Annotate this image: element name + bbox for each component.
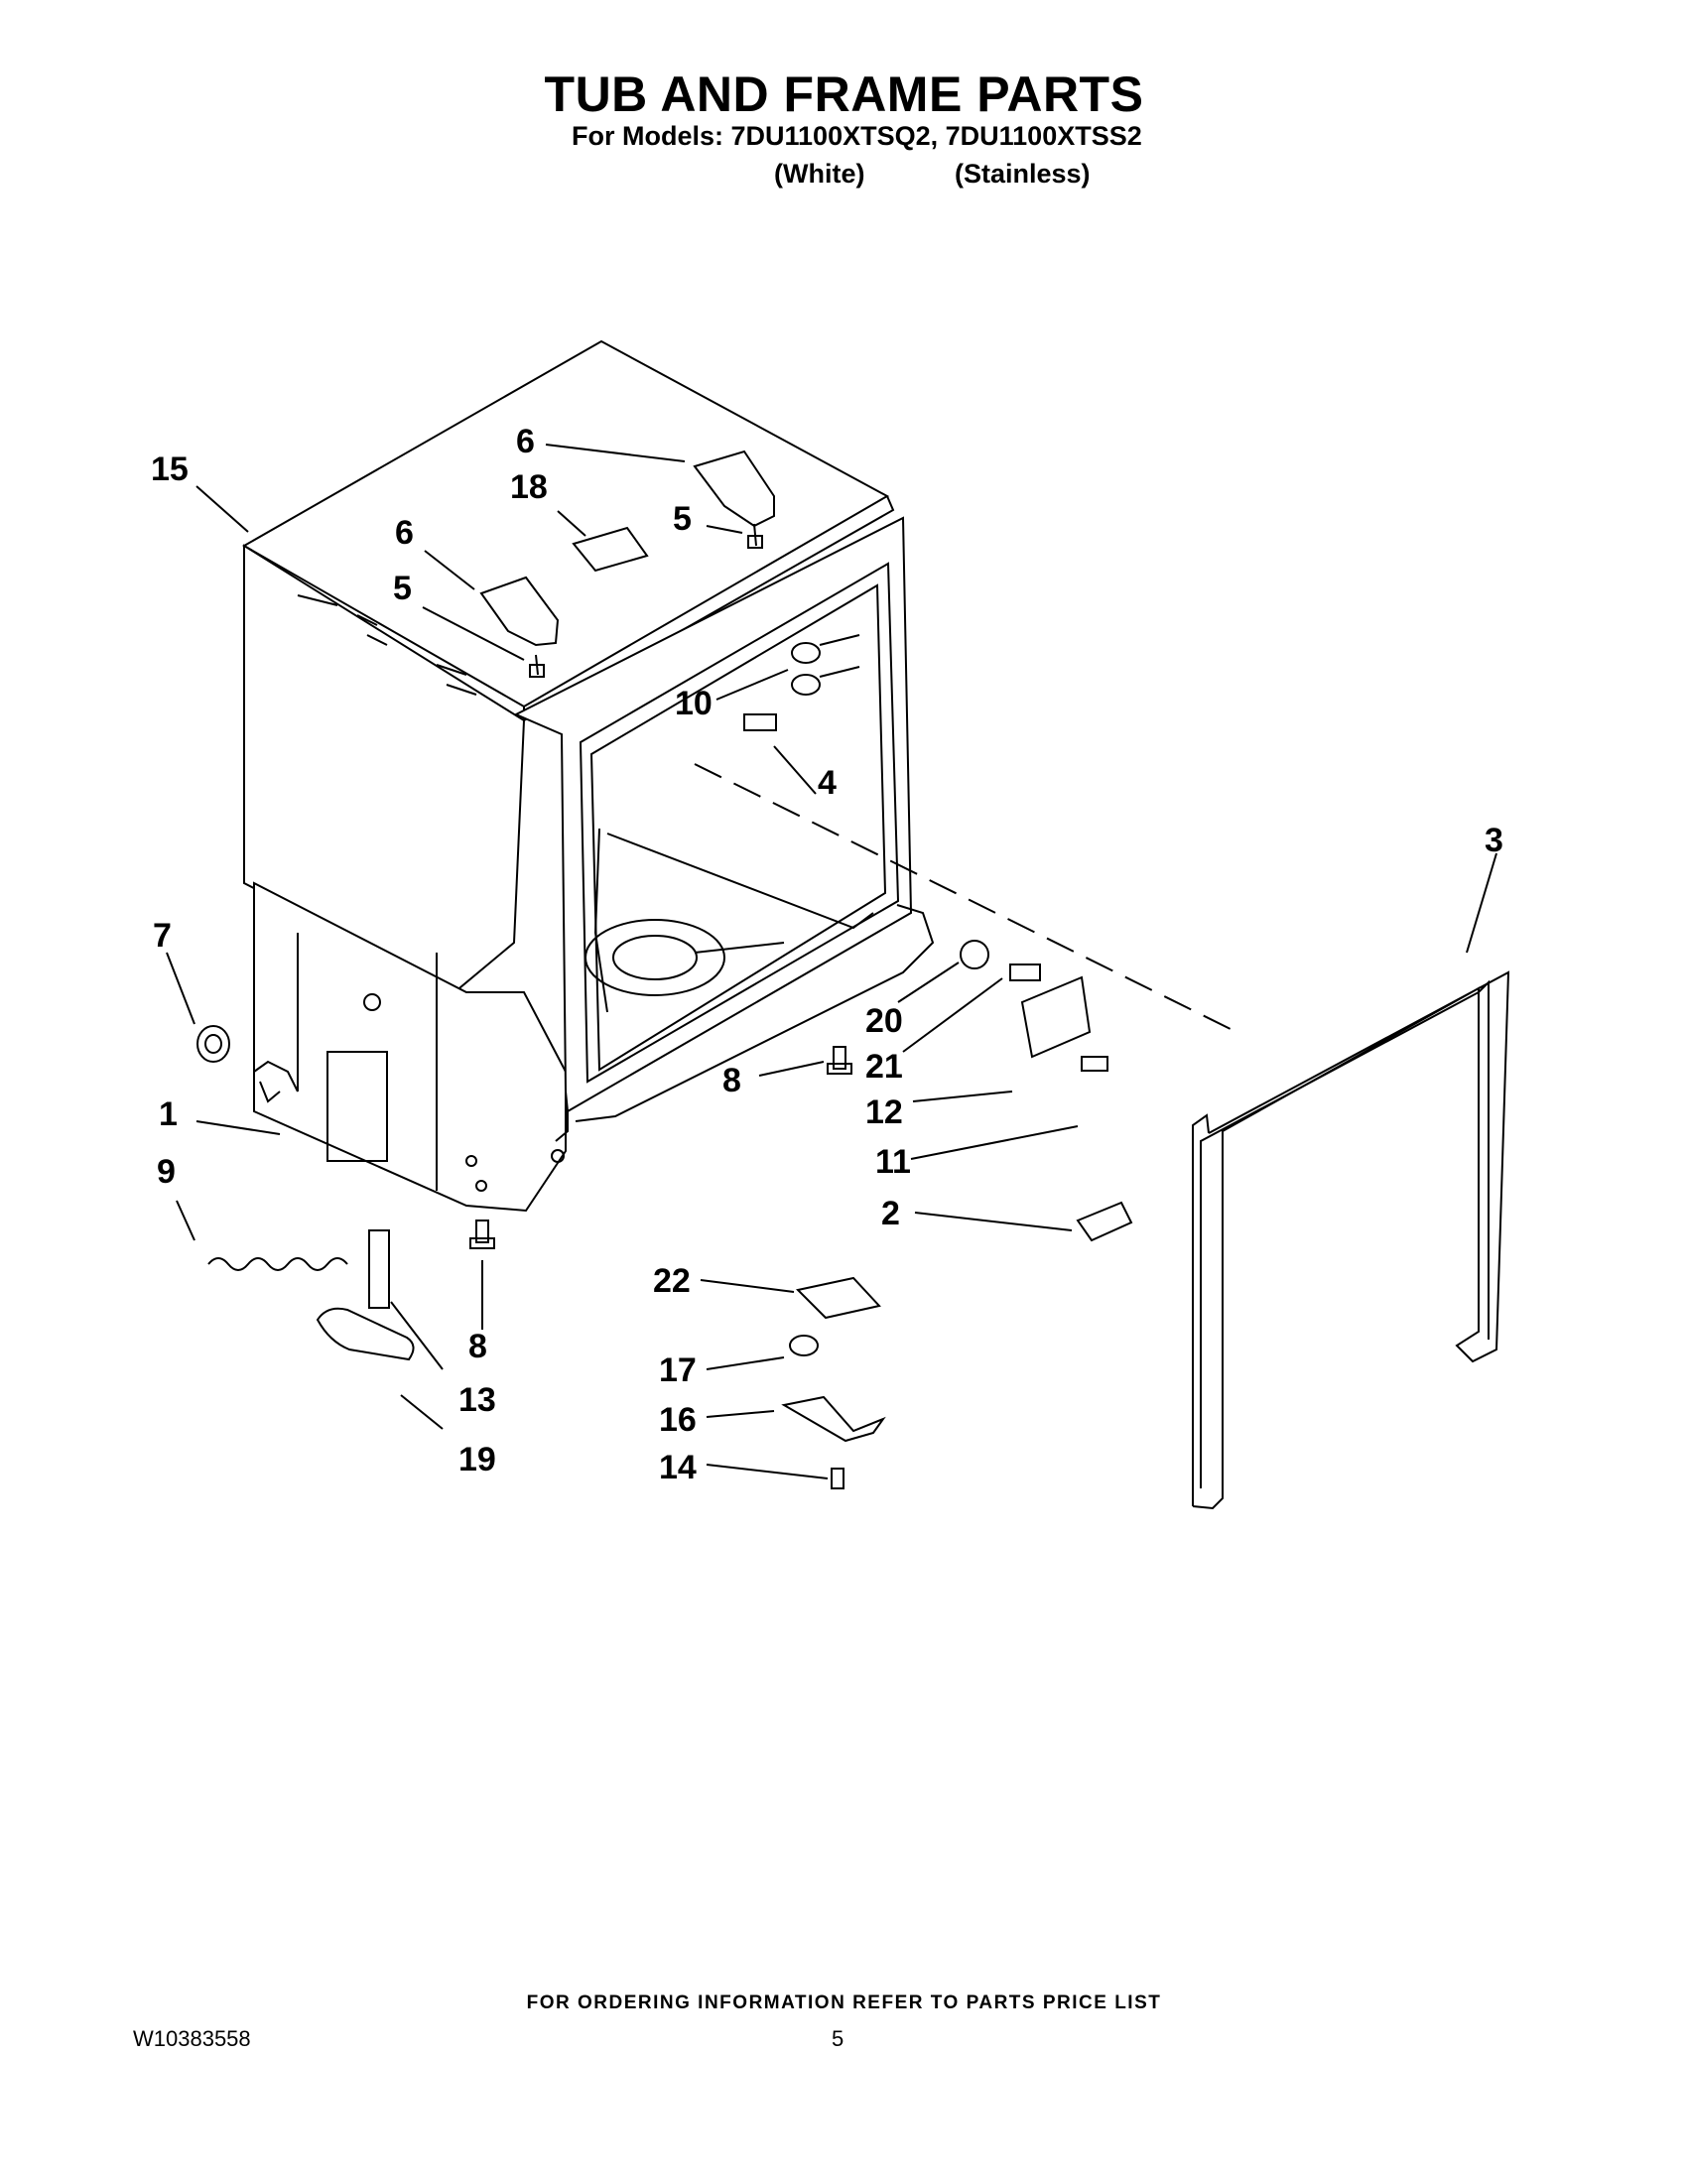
callout-6-left: 6 bbox=[395, 514, 414, 552]
variant-stainless: (Stainless) bbox=[955, 159, 1091, 189]
callout-8-right: 8 bbox=[722, 1062, 741, 1099]
door-gasket bbox=[1192, 970, 1510, 1510]
callout-5-left: 5 bbox=[393, 570, 412, 607]
callout-5-top: 5 bbox=[673, 500, 692, 538]
callout-14: 14 bbox=[659, 1449, 697, 1486]
callout-15: 15 bbox=[151, 450, 189, 488]
callout-3: 3 bbox=[1485, 822, 1503, 859]
callout-21: 21 bbox=[865, 1048, 903, 1086]
callout-2: 2 bbox=[881, 1195, 900, 1232]
callout-22: 22 bbox=[653, 1262, 691, 1300]
leader-lines bbox=[166, 444, 1497, 1479]
variant-white: (White) bbox=[774, 159, 865, 189]
callout-12: 12 bbox=[865, 1093, 903, 1131]
callout-9: 9 bbox=[157, 1153, 176, 1191]
callout-1: 1 bbox=[159, 1095, 178, 1133]
callout-8-bottom: 8 bbox=[468, 1328, 487, 1365]
callout-16: 16 bbox=[659, 1401, 697, 1439]
callout-10: 10 bbox=[675, 685, 713, 722]
callout-13: 13 bbox=[458, 1381, 496, 1419]
page-title: TUB AND FRAME PARTS bbox=[544, 66, 1144, 122]
page-number: 5 bbox=[832, 2026, 844, 2051]
callout-6-top: 6 bbox=[516, 423, 535, 460]
callout-4: 4 bbox=[818, 764, 837, 802]
callout-labels: 15 6 18 5 6 5 10 4 3 7 20 21 8 12 1 11 9… bbox=[151, 423, 1503, 1486]
callout-20: 20 bbox=[865, 1002, 903, 1040]
document-number: W10383558 bbox=[133, 2026, 251, 2051]
callout-11: 11 bbox=[875, 1143, 911, 1181]
ordering-info-note: FOR ORDERING INFORMATION REFER TO PARTS … bbox=[526, 1992, 1162, 2013]
models-line: For Models: 7DU1100XTSQ2, 7DU1100XTSS2 bbox=[572, 121, 1142, 151]
callout-17: 17 bbox=[659, 1351, 697, 1389]
tub-assembly bbox=[241, 339, 935, 1213]
callout-7: 7 bbox=[153, 917, 172, 955]
callout-18: 18 bbox=[510, 468, 548, 506]
small-parts bbox=[196, 450, 1133, 1489]
callout-19: 19 bbox=[458, 1441, 496, 1478]
